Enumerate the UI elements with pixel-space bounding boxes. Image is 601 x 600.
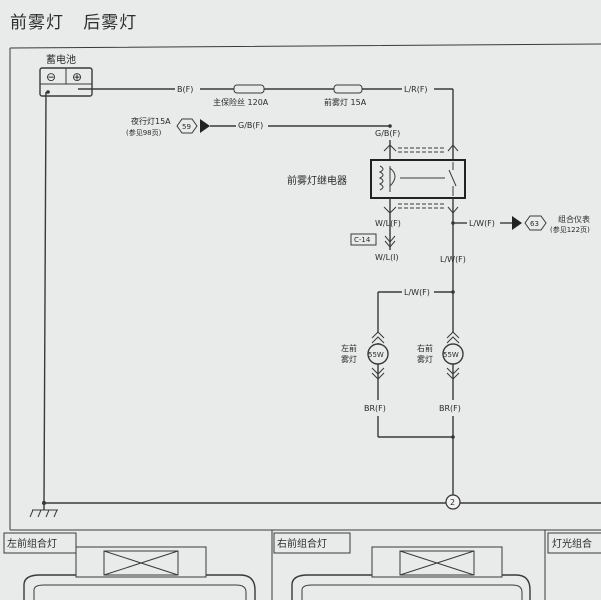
ground-point-2-label: 2 — [450, 498, 455, 507]
ground-point-2 — [445, 494, 461, 510]
battery-neg-terminal — [46, 90, 50, 94]
left-fog-label-2: 雾灯 — [341, 354, 357, 364]
relay-bottom-connector-icon — [383, 203, 459, 214]
c14-label: C-14 — [354, 236, 371, 244]
bottom-panel-right-label: 灯光组合 — [552, 537, 592, 550]
wire-wl-i-label: W/L(I) — [375, 253, 399, 262]
bottom-panel-middle: 右前组合灯 — [273, 530, 546, 600]
relay-switch-icon — [448, 162, 457, 196]
relay-coil-icon — [378, 165, 445, 192]
wire-br-left-label: BR(F) — [364, 404, 386, 413]
wire-ground-vertical — [43, 91, 47, 504]
battery-plus-icon: ⊕ — [72, 70, 82, 84]
fog-fuse-label: 前雾灯 15A — [324, 97, 367, 107]
connector-arrow-icon — [200, 119, 210, 133]
left-fog-connector-top-icon — [371, 331, 385, 344]
connector-59-hex — [176, 118, 198, 134]
night-light-label: 夜行灯15A — [131, 116, 171, 126]
wire-lw-2-label: L/W(F) — [440, 255, 466, 264]
connector-59-label: 59 — [182, 123, 191, 131]
right-fog-label-1: 右前 — [417, 343, 433, 353]
bottom-panel-right: 灯光组合 — [547, 532, 601, 554]
wire-gb-label: G/B(F) — [238, 121, 263, 130]
right-fog-connector-top-icon — [446, 331, 460, 344]
wire-lw-relay-label: L/W(F) — [469, 219, 495, 228]
c14-box — [350, 233, 377, 246]
bottom-panel-middle-label: 右前组合灯 — [277, 537, 327, 550]
br-junction — [451, 435, 455, 439]
wire-lw-3-label: L/W(F) — [404, 288, 430, 297]
bottom-panel-left: 左前组合灯 — [3, 530, 273, 600]
main-fuse-symbol — [233, 84, 265, 94]
wire-lr-label: L/R(F) — [404, 85, 428, 94]
relay-box — [370, 159, 466, 199]
wire-gb-relay-label: G/B(F) — [375, 129, 400, 138]
connector-63-hex — [524, 215, 547, 231]
wire-br-right-label: BR(F) — [439, 404, 461, 413]
wire-wl-f-label: W/L(F) — [375, 219, 401, 228]
battery-minus-icon: ⊖ — [46, 70, 56, 84]
meter-ref: (参见122页) — [550, 225, 590, 234]
left-fog-watt: 55W — [368, 351, 384, 359]
right-fog-watt: 55W — [443, 351, 459, 359]
diagram-frame — [9, 43, 601, 531]
right-fog-label-2: 雾灯 — [417, 354, 433, 364]
relay-top-connector-icon — [383, 144, 459, 153]
page-title: 前雾灯 后雾灯 — [10, 13, 138, 33]
connector-63-label: 63 — [530, 220, 539, 228]
gb-junction — [388, 124, 392, 128]
battery-label: 蓄电池 — [46, 53, 76, 66]
relay-label: 前雾灯继电器 — [287, 174, 347, 187]
meter-arrow-icon — [512, 216, 522, 230]
wire-bf-label: B(F) — [177, 85, 193, 94]
ground-icon — [29, 509, 58, 518]
night-light-ref: (参见98页) — [126, 128, 162, 137]
bottom-panel-left-label: 左前组合灯 — [7, 537, 57, 550]
main-fuse-label: 主保险丝 120A — [213, 97, 269, 107]
left-fog-label-1: 左前 — [341, 343, 357, 353]
fog-fuse-symbol — [333, 84, 363, 94]
meter-label: 组合仪表 — [558, 214, 590, 224]
